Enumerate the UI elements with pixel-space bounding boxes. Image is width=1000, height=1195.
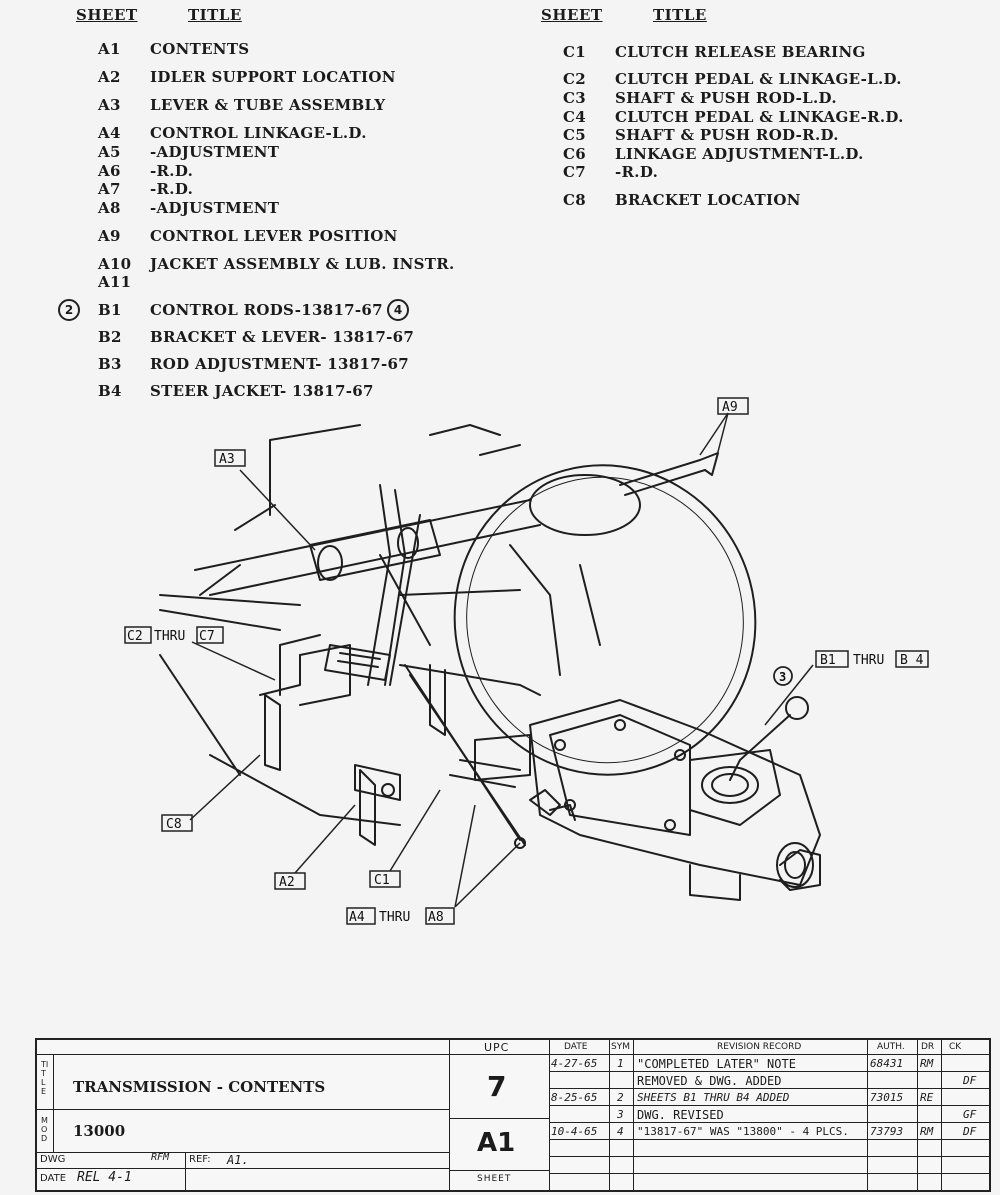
mod-vertical-label: MOD xyxy=(41,1116,48,1143)
rev-header-dr: DR xyxy=(921,1042,935,1052)
label-a3: A3 xyxy=(219,452,235,467)
label-b1: B1 xyxy=(820,653,836,668)
contents-row-a6: A6-R.D. xyxy=(98,162,194,180)
upc-label: UPC xyxy=(484,1041,510,1054)
title-vertical-label: TITLE xyxy=(41,1060,49,1096)
label-c1: C1 xyxy=(374,873,390,888)
dwg-label: DWG xyxy=(40,1154,66,1165)
rev-header-date: DATE xyxy=(564,1042,588,1052)
dwg-by: RFM xyxy=(151,1152,170,1163)
gear-shift-knob xyxy=(785,696,809,720)
date-label: DATE xyxy=(40,1173,67,1184)
transmission-linkage-diagram: A9 A3 C2 THRU C7 3 B1 THRU B 4 C8 A2 C1 … xyxy=(124,397,929,925)
rev-4-date: 10-4-65 xyxy=(551,1125,598,1138)
label-a9: A9 xyxy=(722,400,738,415)
mod-number: 13000 xyxy=(73,1122,126,1140)
rev-header-sym: SYM xyxy=(611,1042,630,1052)
clutch-pedal-arm xyxy=(367,484,406,686)
ref-value: A1. xyxy=(227,1153,249,1167)
contents-row-a8: A8-ADJUSTMENT xyxy=(98,199,280,217)
rev-2-dr: RE xyxy=(920,1091,934,1104)
rev-header-record: REVISION RECORD xyxy=(717,1042,802,1052)
right-sheet-header: SHEET xyxy=(541,6,603,24)
rev-4-record: "13817-67" WAS "13800" - 4 PLCS. xyxy=(637,1125,849,1138)
label-a2: A2 xyxy=(279,875,295,890)
upc-number: 7 xyxy=(487,1070,507,1103)
rev-1-record: "COMPLETED LATER" NOTE xyxy=(637,1057,796,1071)
revision-mark-2: 2 xyxy=(58,299,80,321)
label-a4-thru: THRU xyxy=(379,910,410,925)
steering-wheel xyxy=(453,464,757,776)
label-b1-thru: THRU xyxy=(853,653,884,668)
sheet-number: A1 xyxy=(477,1128,516,1158)
rev-1-dr: RM xyxy=(920,1057,934,1070)
label-a4: A4 xyxy=(349,910,365,925)
contents-row-a7: A7-R.D. xyxy=(98,180,194,198)
rev-4-dr: RM xyxy=(920,1125,934,1138)
label-c8: C8 xyxy=(166,817,182,832)
rev-4-auth: 73793 xyxy=(870,1125,904,1138)
rev-2-sym: 2 xyxy=(617,1091,624,1104)
gear-shift-lever xyxy=(729,714,791,781)
label-c7: C7 xyxy=(199,629,215,644)
contents-row-c7: C7-R.D. xyxy=(563,163,659,181)
label-c2-thru: THRU xyxy=(154,629,185,644)
rev-3-ck: GF xyxy=(963,1108,977,1121)
label-b4: B 4 xyxy=(900,653,924,668)
contents-row-a11: A11 xyxy=(98,273,132,291)
control-rod-2 xyxy=(409,674,526,846)
transmission-case xyxy=(529,699,821,886)
rev-1-auth: 68431 xyxy=(870,1057,904,1070)
rev-2-record: SHEETS B1 THRU B4 ADDED xyxy=(637,1091,790,1104)
rev-4-ck: DF xyxy=(963,1125,977,1138)
title-block: TITLE TRANSMISSION - CONTENTS MOD 13000 … xyxy=(35,1038,991,1192)
rev-1-sym: 1 xyxy=(617,1057,624,1070)
contents-row-a5: A5-ADJUSTMENT xyxy=(98,143,280,161)
label-a8: A8 xyxy=(428,910,444,925)
rev-header-auth: AUTH. xyxy=(877,1042,905,1052)
drawing-title: TRANSMISSION - CONTENTS xyxy=(73,1078,326,1096)
rev-2-date: 8-25-65 xyxy=(551,1091,598,1104)
ref-label: REF: xyxy=(189,1154,211,1165)
revision-mark-4: 4 xyxy=(387,299,409,321)
label-c2: C2 xyxy=(127,629,143,644)
sheet-label: SHEET xyxy=(477,1174,512,1184)
rev-1b-ck: DF xyxy=(963,1074,977,1087)
rev-2-auth: 73015 xyxy=(870,1091,904,1104)
rev-header-ck: CK xyxy=(949,1042,962,1052)
revision-mark-3: 3 xyxy=(779,670,786,684)
rev-1b-record: REMOVED & DWG. ADDED xyxy=(637,1074,782,1088)
rev-3-record: DWG. REVISED xyxy=(637,1108,724,1122)
turn-signal-lever xyxy=(619,459,706,496)
shift-boot xyxy=(689,749,781,826)
right-title-header: TITLE xyxy=(653,6,707,24)
rev-1-date: 4-27-65 xyxy=(551,1057,598,1070)
left-sheet-header: SHEET xyxy=(76,6,138,24)
date-value: REL 4-1 xyxy=(77,1170,132,1185)
rev-3-sym: 3 xyxy=(617,1108,624,1121)
rev-4-sym: 4 xyxy=(617,1125,624,1138)
left-title-header: TITLE xyxy=(188,6,242,24)
steering-column xyxy=(194,499,541,596)
